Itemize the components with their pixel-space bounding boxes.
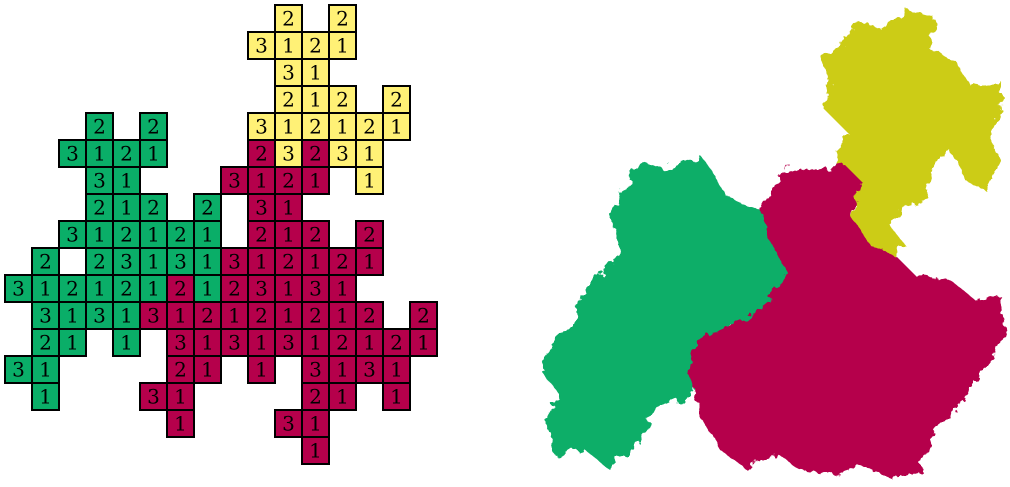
fractal-tiling <box>0 0 1010 487</box>
figure-canvas: 2231213121223121213131211311223121312122… <box>0 0 1010 487</box>
